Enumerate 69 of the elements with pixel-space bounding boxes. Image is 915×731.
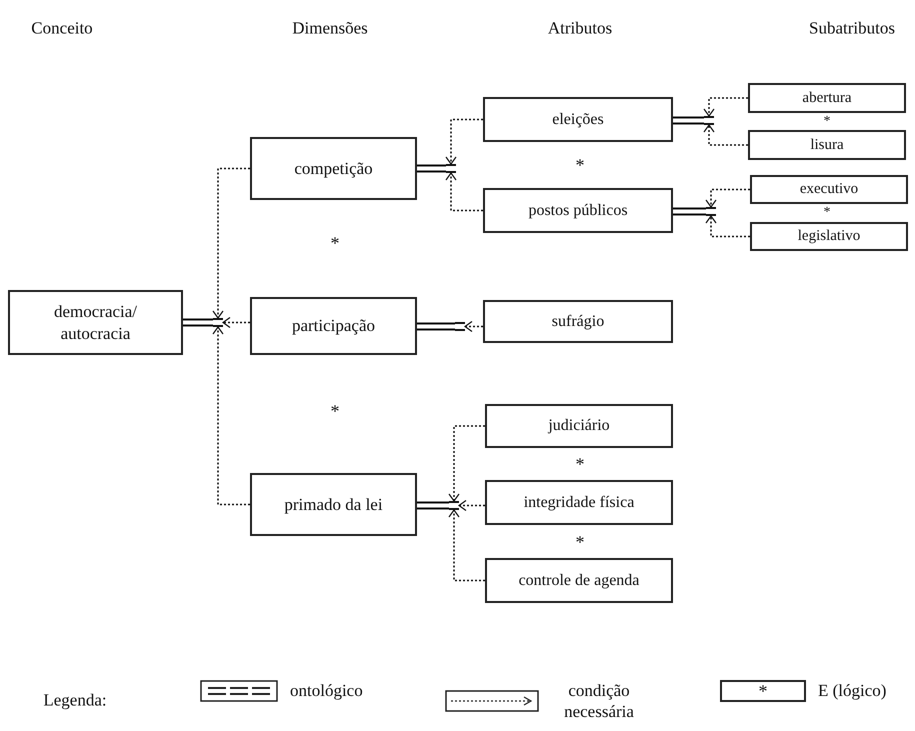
dotted-arrow <box>703 97 748 117</box>
node-label: lisura <box>809 136 845 154</box>
node-label: postos públicos <box>527 200 629 220</box>
junction-bar <box>704 116 714 125</box>
dotted-arrow <box>448 425 485 502</box>
column-header: Dimensões <box>292 20 368 36</box>
and-asterisk: * <box>576 455 584 473</box>
node-label: democracia/ autocracia <box>52 301 138 344</box>
asterisk-symbol: * <box>758 682 768 700</box>
dotted-arrow <box>705 188 750 208</box>
and-asterisk: * <box>330 234 340 252</box>
and-asterisk: * <box>824 115 830 129</box>
node-label: executivo <box>798 180 860 199</box>
double-line <box>416 164 447 172</box>
legend-title: Legenda: <box>43 692 107 708</box>
double-line <box>672 116 705 124</box>
node-label: abertura <box>801 88 853 108</box>
column-header: Conceito <box>31 20 93 36</box>
concept-box <box>483 188 673 233</box>
column-header: Subatributos <box>809 20 895 36</box>
concept-box <box>250 473 417 536</box>
node-label: judiciário <box>546 416 611 436</box>
node-label: primado da lei <box>283 494 384 516</box>
concept-box <box>8 290 183 355</box>
junction-bar <box>213 318 223 327</box>
double-line <box>416 502 450 510</box>
dotted-arrow <box>705 215 750 238</box>
dotted-arrow <box>458 500 485 512</box>
double-line <box>672 208 707 216</box>
column-header: Atributos <box>548 20 612 36</box>
concept-box <box>750 222 908 251</box>
concept-box <box>483 300 673 343</box>
concept-box <box>750 175 908 204</box>
legend-text: condição necessária <box>563 680 635 722</box>
concept-box <box>485 558 673 603</box>
dotted-arrow <box>448 509 485 582</box>
dotted-arrow <box>445 118 483 165</box>
and-asterisk: * <box>824 206 830 220</box>
concept-box <box>748 83 906 113</box>
dotted-arrow <box>445 172 483 212</box>
dotted-arrow <box>212 168 250 319</box>
node-label: eleições <box>551 110 605 130</box>
junction-bar <box>449 501 459 510</box>
junction-bar <box>706 207 716 216</box>
junction-bar <box>446 164 456 173</box>
double-line <box>182 318 214 326</box>
node-label: sufrágio <box>550 312 606 332</box>
and-asterisk: * <box>330 402 340 420</box>
node-label: controle de agenda <box>518 570 640 590</box>
dotted-arrow <box>464 320 483 332</box>
node-label: competição <box>293 158 374 180</box>
concept-box <box>250 137 417 200</box>
concept-box <box>485 404 673 448</box>
legend-text: E (lógico) <box>818 680 886 702</box>
double-line <box>416 322 456 330</box>
dotted-arrow <box>703 124 748 146</box>
dotted-arrow <box>222 316 250 328</box>
junction-bar <box>455 322 465 331</box>
node-label: participação <box>290 315 376 337</box>
and-asterisk: * <box>576 533 584 551</box>
dotted-arrow <box>212 326 250 506</box>
legend-text: ontológico <box>290 680 363 702</box>
and-asterisk: * <box>576 156 584 174</box>
node-label: integridade física <box>522 492 636 512</box>
node-label: legislativo <box>796 227 862 246</box>
concept-box <box>748 130 906 160</box>
concept-box <box>485 480 673 525</box>
concept-box <box>483 97 673 142</box>
concept-box <box>250 297 417 355</box>
